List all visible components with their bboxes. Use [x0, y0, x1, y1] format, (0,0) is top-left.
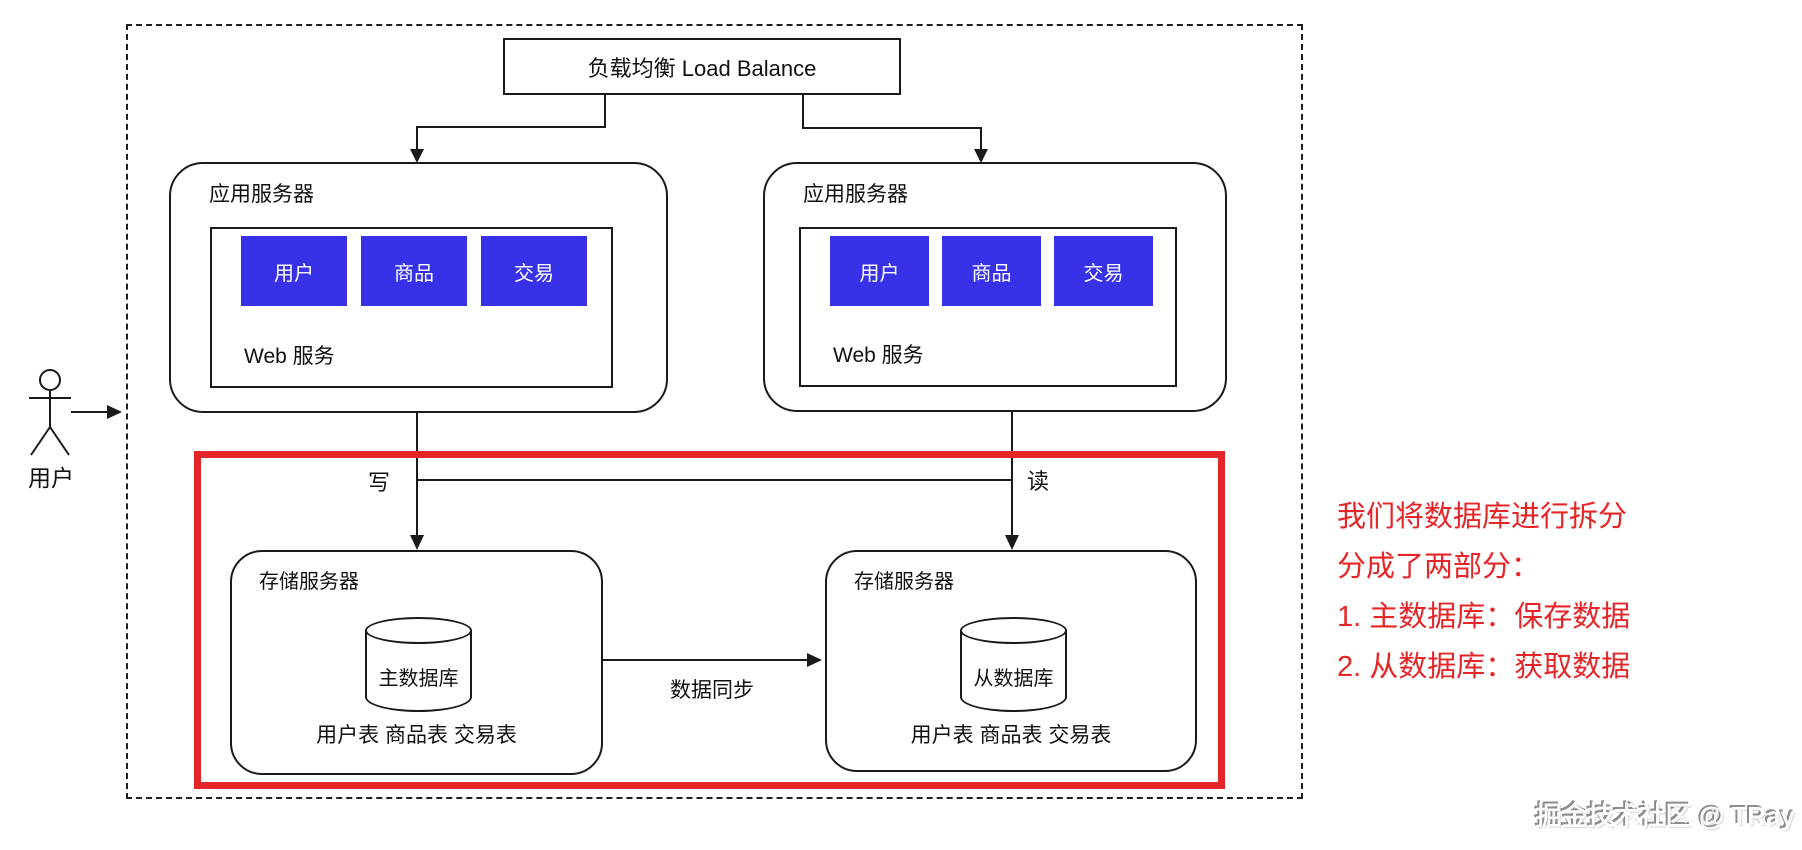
load-balancer-label: 负载均衡 Load Balance	[587, 55, 817, 81]
storage-server-title: 存储服务器	[854, 571, 954, 593]
web-service-box-left: 用户 商品 交易 Web 服务	[210, 227, 613, 388]
app-server-right: 应用服务器 用户 商品 交易 Web 服务	[763, 162, 1227, 412]
cylinder-body	[365, 630, 472, 712]
annotation-line: 2. 从数据库：获取数据	[1337, 651, 1631, 683]
storage-tier-highlight	[194, 451, 1225, 789]
storage-server-master: 存储服务器 主数据库 用户表 商品表 交易表	[230, 550, 603, 775]
database-cylinder-icon: 主数据库	[365, 617, 472, 712]
annotation-line: 1. 主数据库：保存数据	[1337, 601, 1631, 633]
master-db-label: 主数据库	[378, 668, 459, 690]
storage-server-title: 存储服务器	[259, 571, 359, 593]
storage-server-slave: 存储服务器 从数据库 用户表 商品表 交易表	[825, 550, 1197, 772]
watermark: 掘金技术社区 @ TRay	[1535, 801, 1795, 831]
user-actor-label: 用户	[28, 465, 74, 491]
module-trade: 交易	[1054, 236, 1153, 306]
read-edge-label: 读	[1027, 469, 1050, 494]
database-cylinder-icon: 从数据库	[960, 617, 1067, 712]
cylinder-top	[960, 617, 1067, 644]
tables-label: 用户表 商品表 交易表	[910, 724, 1112, 747]
annotation-line: 分成了两部分：	[1337, 551, 1541, 583]
app-server-left-title: 应用服务器	[209, 183, 314, 206]
module-product: 商品	[361, 236, 467, 306]
module-list: 用户 商品 交易	[830, 236, 1153, 306]
web-service-label: Web 服务	[244, 345, 335, 368]
tables-label: 用户表 商品表 交易表	[316, 724, 517, 747]
module-product: 商品	[942, 236, 1041, 306]
slave-db-label: 从数据库	[973, 668, 1054, 690]
app-server-left: 应用服务器 用户 商品 交易 Web 服务	[169, 162, 668, 413]
annotation-block: 我们将数据库进行拆分 分成了两部分： 1. 主数据库：保存数据 2. 从数据库：…	[1337, 492, 1630, 692]
module-user: 用户	[241, 236, 347, 306]
user-actor-icon	[29, 369, 71, 456]
app-server-right-title: 应用服务器	[803, 183, 908, 206]
module-list: 用户 商品 交易	[241, 236, 587, 306]
web-service-box-right: 用户 商品 交易 Web 服务	[799, 227, 1177, 387]
write-edge-label: 写	[368, 470, 391, 495]
module-trade: 交易	[481, 236, 587, 306]
module-user: 用户	[830, 236, 929, 306]
load-balancer-box: 负载均衡 Load Balance	[503, 38, 901, 95]
system-boundary	[126, 24, 1303, 799]
annotation-line: 我们将数据库进行拆分	[1337, 501, 1628, 533]
web-service-label: Web 服务	[833, 344, 924, 367]
cylinder-top	[365, 617, 472, 644]
data-sync-label: 数据同步	[670, 679, 754, 702]
